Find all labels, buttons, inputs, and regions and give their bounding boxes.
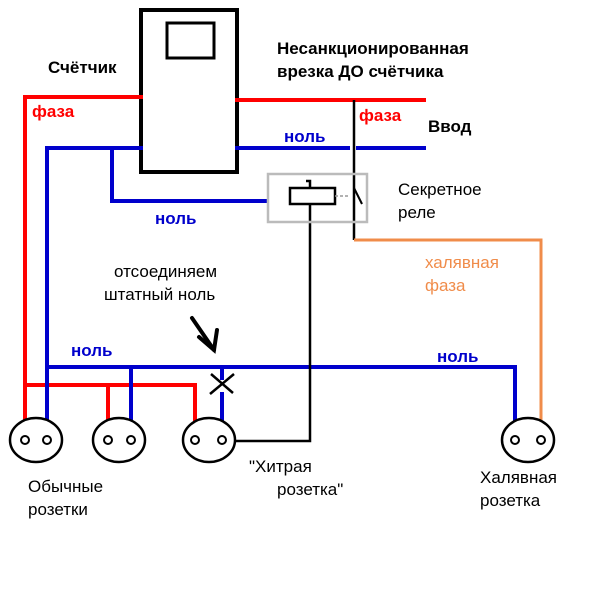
phase-label-right: фаза [359, 106, 402, 125]
tricky-socket-label-line1: "Хитрая [249, 457, 312, 476]
neutral-label-loop: ноль [155, 209, 197, 228]
meter-label: Счётчик [48, 58, 117, 77]
relay-coil-icon [266, 172, 369, 224]
free-phase-label-line1: халявная [425, 253, 499, 272]
neutral-wires [45, 146, 517, 430]
black-wires [236, 100, 356, 443]
pointer-arrow-icon [190, 316, 219, 354]
cut-mark-icon [209, 373, 235, 395]
neutral-loop [110, 148, 268, 203]
disconnect-label-line1: отсоединяем [114, 262, 218, 281]
neutral-label-top: ноль [284, 127, 326, 146]
neutral-label-right: ноль [437, 347, 479, 366]
free-phase-wire [354, 238, 543, 428]
ordinary-sockets-label-line2: розетки [28, 500, 88, 519]
neutral-bus [45, 365, 517, 430]
relay-label-line1: Секретное [398, 180, 482, 199]
tap-label-line2: врезка ДО счётчика [277, 62, 444, 81]
input-label: Ввод [428, 117, 472, 136]
socket-icon [181, 416, 237, 464]
free-phase-label-line2: фаза [425, 276, 466, 295]
free-socket-label-line2: розетка [480, 491, 541, 510]
socket-icon [8, 416, 64, 464]
relay-label-line2: реле [398, 203, 436, 222]
tap-label-line1: Несанкционированная [277, 39, 469, 58]
neutral-label-left: ноль [71, 341, 113, 360]
neutral-meter-left [45, 146, 143, 430]
tricky-socket-label-line2: розетка" [277, 480, 344, 499]
socket-icon [500, 416, 556, 464]
socket-icon [91, 416, 147, 464]
disconnect-label-line2: штатный ноль [104, 285, 216, 304]
phase-label-left: фаза [32, 102, 75, 121]
relay-switch-icon [353, 187, 363, 205]
electricity-meter-icon [139, 8, 239, 174]
ordinary-sockets-label-line1: Обычные [28, 477, 104, 496]
relay-to-tricky-socket [236, 179, 312, 443]
free-socket-label-line1: Халявная [480, 468, 557, 487]
